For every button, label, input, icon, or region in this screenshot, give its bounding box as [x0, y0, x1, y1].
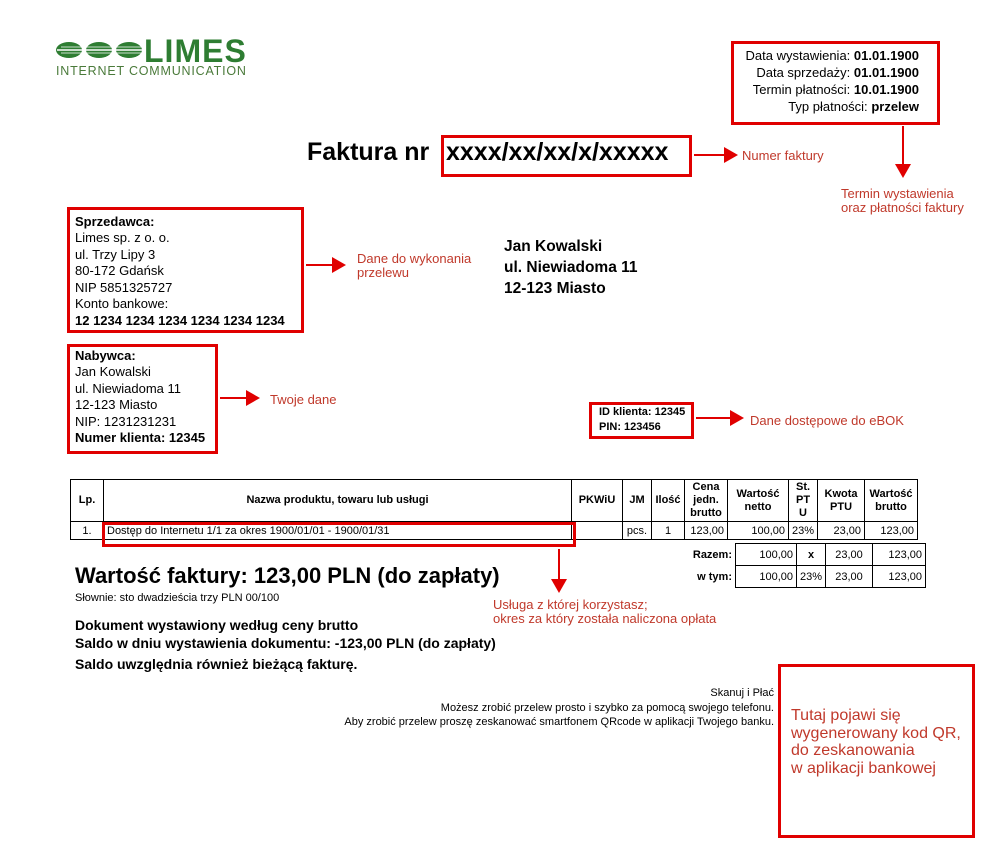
dates-box: Data wystawienia: 01.01.1900 Data sprzed… — [731, 41, 940, 125]
service-highlight-box — [102, 522, 576, 547]
col-header-unit-price: Cena jedn. brutto — [684, 479, 728, 522]
seller-street: ul. Trzy Lipy 3 — [75, 247, 156, 262]
annotation-ebok: Dane dostępowe do eBOK — [750, 413, 904, 428]
annotation-invoice-number: Numer faktury — [742, 148, 824, 163]
due-date-label: Termin płatności: — [752, 82, 851, 97]
sum-row-breakdown: w tym: 100,00 23% 23,00 123,00 — [683, 565, 927, 588]
annotation-service-2: okres za który została naliczona opłata — [493, 611, 717, 626]
col-header-vat-rate: St. PT U — [787, 479, 819, 522]
buyer-nip: NIP: 1231231231 — [75, 414, 177, 429]
breakdown-gross: 123,00 — [872, 565, 927, 588]
annotation-service-1: Usługa z której korzystasz; — [493, 597, 648, 612]
sale-date-row: Data sprzedaży: 01.01.1900 — [756, 65, 919, 80]
items-table: Lp. Nazwa produktu, towaru lub usługi PK… — [70, 479, 919, 540]
issue-date-label: Data wystawienia: — [745, 48, 851, 63]
cell-lp: 1. — [70, 521, 104, 540]
buyer-box — [67, 344, 218, 454]
sum-gross: 123,00 — [872, 543, 927, 566]
payment-type-label: Typ płatności: — [788, 99, 868, 114]
annotation-your-data: Twoje dane — [270, 392, 337, 407]
breakdown-label: w tym: — [697, 570, 732, 583]
recipient-street: ul. Niewiadoma 11 — [504, 259, 638, 276]
buyer-heading: Nabywca: — [75, 348, 136, 363]
qr-text-line-1: Tutaj pojawi się — [791, 707, 901, 724]
seller-box — [67, 207, 304, 333]
cell-gross: 123,00 — [864, 521, 919, 540]
breakdown-net: 100,00 — [735, 565, 797, 588]
invoice-number-box — [441, 135, 692, 177]
col-header-vat-amount: Kwota PTU — [817, 479, 866, 522]
limes-logo-icon — [56, 42, 143, 58]
sale-date-label: Data sprzedaży: — [756, 65, 851, 80]
total-in-words: Słownie: sto dwadzieścia trzy PLN 00/100 — [75, 592, 280, 604]
payment-type-row: Typ płatności: przelew — [788, 99, 919, 114]
buyer-name: Jan Kowalski — [75, 364, 151, 379]
annotation-transfer-2: przelewu — [357, 265, 410, 280]
scan-line-2: Aby zrobić przelew proszę zeskanować sma… — [344, 716, 774, 728]
scan-line-1: Możesz zrobić przelew prosto i szybko za… — [440, 702, 774, 714]
col-header-gross: Wartość brutto — [864, 479, 919, 522]
note-gross: Dokument wystawiony według ceny brutto — [75, 617, 359, 633]
col-header-qty: Ilość — [651, 479, 685, 522]
seller-account-number: 12 1234 1234 1234 1234 1234 1234 — [75, 313, 285, 328]
buyer-client-number: Numer klienta: 12345 — [75, 430, 206, 445]
sum-vat: 23,00 — [825, 543, 874, 566]
sale-date-value: 01.01.1900 — [853, 65, 919, 80]
payment-type-value: przelew — [871, 99, 919, 114]
note-includes: Saldo uwzględnia również bieżącą fakturę… — [75, 656, 358, 672]
recipient-city: 12-123 Miasto — [504, 280, 606, 297]
seller-city: 80-172 Gdańsk — [75, 263, 164, 278]
logo-subtitle: INTERNET COMMUNICATION — [56, 64, 247, 78]
annotation-dates-1: Termin wystawienia — [841, 186, 954, 201]
invoice-total: Wartość faktury: 123,00 PLN (do zapłaty) — [75, 563, 500, 588]
issue-date-value: 01.01.1900 — [853, 48, 919, 63]
due-date-row: Termin płatności: 10.01.1900 — [753, 82, 919, 97]
annotation-dates-2: oraz płatności faktury — [841, 200, 964, 215]
cell-jm: pcs. — [622, 521, 652, 540]
qr-text-line-3: do zeskanowania — [791, 742, 915, 759]
buyer-street: ul. Niewiadoma 11 — [75, 381, 181, 396]
sum-net: 100,00 — [735, 543, 797, 566]
logo-name: LIMES — [144, 33, 247, 69]
qr-text-line-4: w aplikacji bankowej — [791, 759, 936, 777]
cell-unit-price: 123,00 — [684, 521, 728, 540]
seller-account-label: Konto bankowe: — [75, 296, 169, 311]
invoice-number: xxxx/xx/xx/x/xxxxx — [446, 138, 669, 166]
ebok-pin: PIN: 123456 — [599, 421, 661, 433]
sum-row-total: Razem: 100,00 x 23,00 123,00 — [683, 543, 927, 566]
seller-name: Limes sp. z o. o. — [75, 230, 170, 245]
seller-nip: NIP 5851325727 — [75, 280, 173, 295]
cell-vat-rate: 23% — [787, 521, 819, 540]
ebok-client-id: ID klienta: 12345 — [599, 406, 686, 418]
issue-date-row: Data wystawienia: 01.01.1900 — [746, 48, 919, 63]
invoice-title: Faktura nr — [307, 138, 430, 166]
annotation-transfer-1: Dane do wykonania — [357, 251, 472, 266]
qr-placeholder-box: Tutaj pojawi się wygenerowany kod QR, do… — [778, 664, 975, 838]
recipient-name: Jan Kowalski — [504, 238, 603, 255]
ebok-box — [589, 402, 694, 439]
sum-label: Razem: — [692, 548, 732, 561]
buyer-city: 12-123 Miasto — [75, 397, 158, 412]
cell-vat-amount: 23,00 — [817, 521, 866, 540]
seller-heading: Sprzedawca: — [75, 214, 155, 229]
breakdown-rate: 23% — [795, 565, 827, 588]
col-header-pkwiu: PKWiU — [571, 479, 623, 522]
scan-title: Skanuj i Płać — [710, 687, 774, 699]
col-header-lp: Lp. — [70, 479, 104, 522]
note-balance: Saldo w dniu wystawienia dokumentu: -123… — [75, 635, 496, 651]
col-header-name: Nazwa produktu, towaru lub usługi — [103, 479, 572, 522]
sums-table: Razem: 100,00 x 23,00 123,00 w tym: 100,… — [683, 543, 927, 588]
qr-text-line-2: wygenerowany kod QR, — [791, 724, 961, 742]
table-header-row: Lp. Nazwa produktu, towaru lub usługi PK… — [70, 479, 919, 522]
due-date-value: 10.01.1900 — [853, 82, 919, 97]
